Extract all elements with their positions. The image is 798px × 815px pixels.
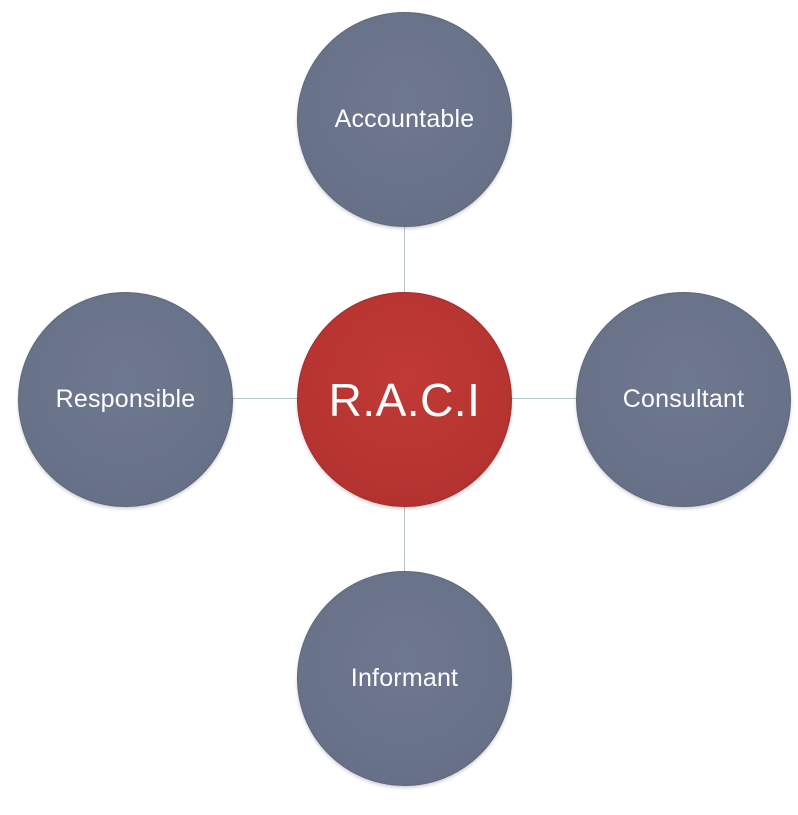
node-responsible-label: Responsible (55, 385, 196, 413)
node-consultant: Consultant (576, 292, 791, 507)
node-accountable-label: Accountable (334, 105, 475, 133)
connector-left (233, 398, 297, 399)
node-consultant-label: Consultant (622, 385, 745, 413)
connector-bottom (404, 507, 405, 571)
connector-top (404, 227, 405, 292)
node-responsible: Responsible (18, 292, 233, 507)
connector-right (512, 398, 576, 399)
node-center-raci: R.A.C.I (297, 292, 512, 507)
node-informant: Informant (297, 571, 512, 786)
node-informant-label: Informant (350, 664, 459, 692)
node-accountable: Accountable (297, 12, 512, 227)
node-center-label: R.A.C.I (328, 373, 481, 426)
